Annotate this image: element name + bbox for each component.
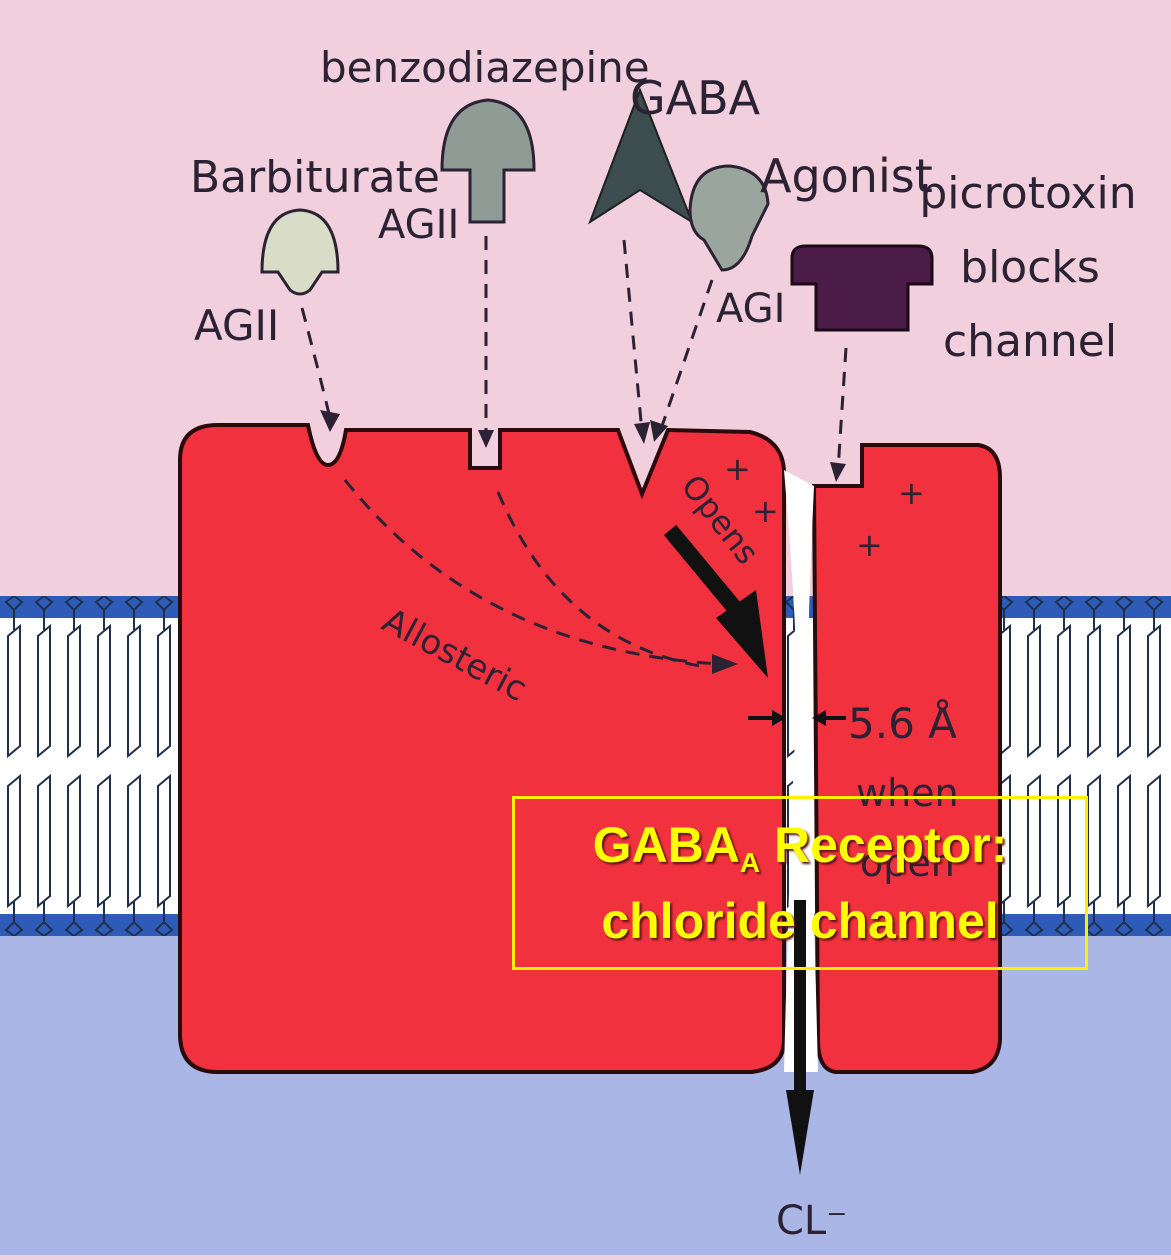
- label-agonist: Agonist: [760, 149, 933, 203]
- title-main: GABA: [593, 817, 740, 873]
- receptor-right-subunit: [814, 445, 1000, 1072]
- plus-sign-3: +: [898, 474, 925, 512]
- label-pore-size: 5.6 Å: [848, 698, 957, 748]
- label-gaba: GABA: [630, 71, 761, 125]
- title-suffix: Receptor:: [760, 817, 1007, 873]
- label-barbiturate: Barbiturate: [190, 152, 440, 203]
- label-benzodiazepine: benzodiazepine: [320, 43, 650, 92]
- title-line-2: chloride channel: [601, 892, 998, 950]
- label-picrotoxin-line3: channel: [943, 316, 1117, 367]
- title-subscript: A: [740, 847, 760, 878]
- label-agii-barbiturate: AGII: [194, 301, 279, 350]
- plus-sign-2: +: [752, 492, 779, 530]
- label-agi: AGI: [716, 286, 785, 332]
- label-picrotoxin-line1: picrotoxin: [919, 168, 1136, 219]
- label-picrotoxin-line2: blocks: [960, 242, 1100, 293]
- title-line-1: GABAA Receptor:: [593, 816, 1008, 892]
- plus-sign-1: +: [724, 450, 751, 488]
- title-box: GABAA Receptor: chloride channel: [512, 796, 1088, 970]
- label-chloride: CL⁻: [776, 1198, 847, 1244]
- receptor-left-subunit: [180, 425, 784, 1072]
- plus-sign-4: +: [856, 526, 883, 564]
- label-agii-benzodiazepine: AGII: [378, 202, 459, 248]
